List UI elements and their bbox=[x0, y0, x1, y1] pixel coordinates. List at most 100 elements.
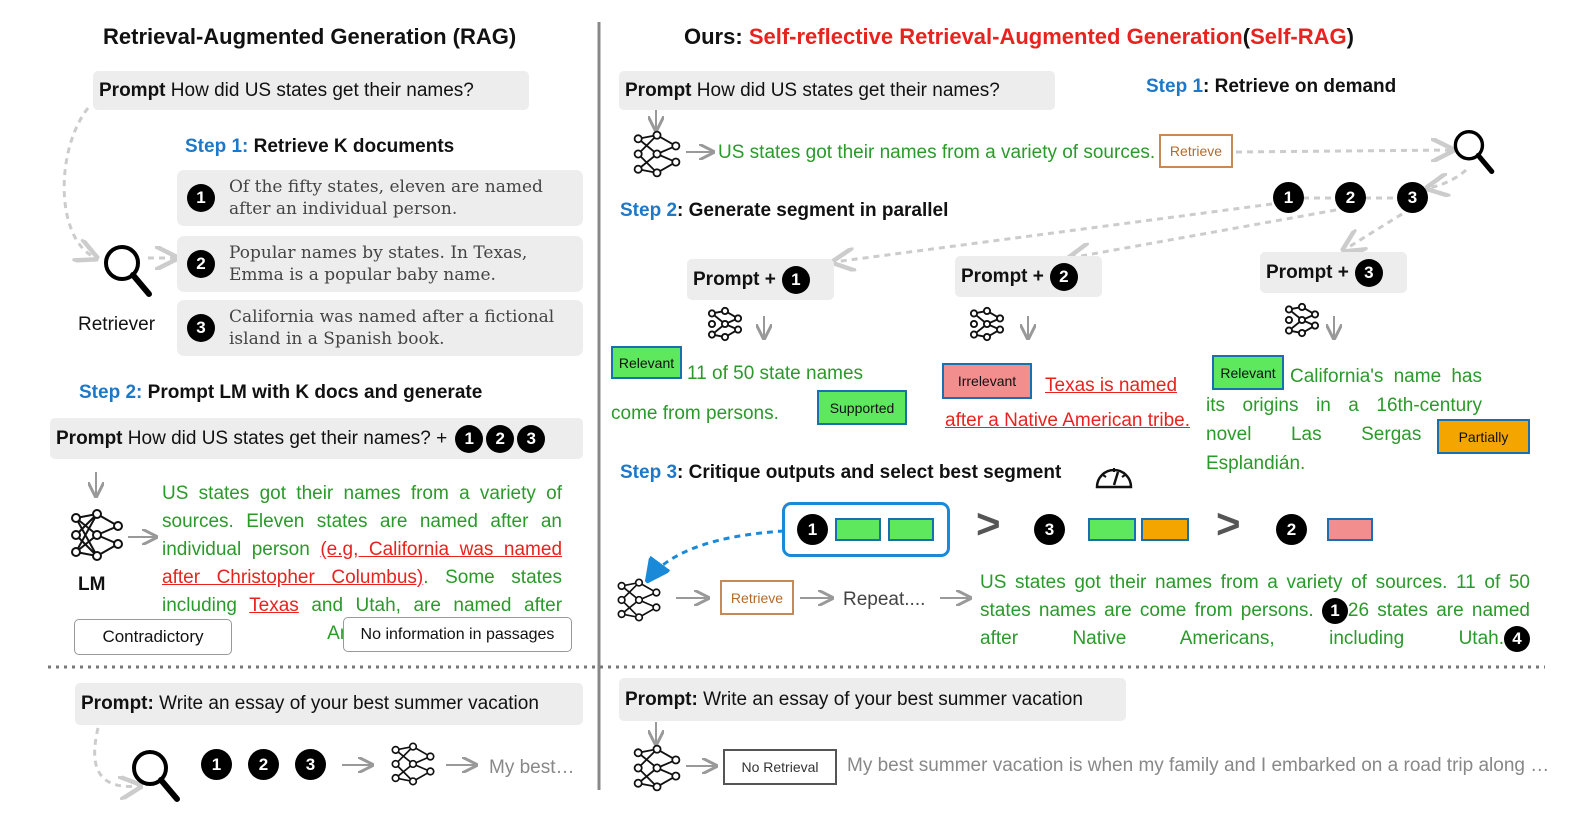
branch-1-prompt: Prompt + 1 bbox=[687, 259, 834, 300]
prompt-label: Prompt bbox=[99, 79, 166, 101]
network-icon bbox=[391, 742, 435, 786]
retrieved-num-3: 3 bbox=[1397, 182, 1428, 213]
magnifier-icon bbox=[132, 750, 180, 802]
network-icon bbox=[71, 509, 123, 561]
doc-2: 2 Popular names by states. In Texas, Emm… bbox=[177, 236, 583, 292]
bottom-right-output: My best summer vacation is when my famil… bbox=[847, 755, 1550, 776]
branch-2-prompt-text: Prompt + bbox=[961, 265, 1044, 287]
final-num-1: 1 bbox=[1321, 597, 1348, 624]
step1-label: Step 1: bbox=[185, 136, 249, 157]
gen-text-2: . Some states including bbox=[162, 567, 562, 616]
greater-than-2: > bbox=[1216, 500, 1241, 547]
doc-3-text: California was named after a fictional i… bbox=[229, 307, 555, 349]
contradictory-callout: Contradictory bbox=[74, 619, 232, 655]
lm-label: LM bbox=[78, 574, 106, 595]
doc-3-number: 3 bbox=[187, 314, 215, 342]
step2-label: Step 2: bbox=[79, 382, 143, 403]
final-text-1: US states got their names from a variety… bbox=[980, 572, 1530, 621]
branch-3-text: California's name has its origins in a 1… bbox=[1206, 366, 1482, 474]
final-output: US states got their names from a variety… bbox=[980, 569, 1530, 653]
rank-num-1: 1 bbox=[797, 514, 828, 545]
retrieved-num-1: 1 bbox=[1273, 182, 1304, 213]
step1-text: Retrieve K documents bbox=[253, 136, 455, 157]
right-step2-label: Step 2 bbox=[620, 200, 678, 221]
prompt2-text: How did US states get their names? + bbox=[127, 427, 448, 449]
title-main: Self-reflective Retrieval-Augmented Gene… bbox=[748, 24, 1243, 49]
relevant-token-3: Relevant bbox=[1212, 355, 1284, 390]
title-abbr: Self-RAG bbox=[1250, 24, 1347, 49]
bottom-left-num-2: 2 bbox=[248, 749, 279, 780]
prompt2-label: Prompt bbox=[56, 427, 123, 449]
right-prompt-box: Prompt How did US states get their names… bbox=[619, 71, 1055, 110]
retrieved-num-2: 2 bbox=[1335, 182, 1366, 213]
final-num-4: 4 bbox=[1504, 625, 1530, 652]
bottom-left-prompt: Prompt: Write an essay of your best summ… bbox=[75, 683, 583, 725]
partially-swatch bbox=[1141, 518, 1189, 541]
right-step3: Step 3: Critique outputs and select best… bbox=[620, 462, 1061, 484]
greater-than-1: > bbox=[976, 500, 1001, 547]
relevant-token-1: Relevant bbox=[611, 346, 682, 379]
network-icon bbox=[617, 578, 661, 622]
right-step2-text: : Generate segment in parallel bbox=[677, 200, 949, 221]
step2-text: Prompt LM with K docs and generate bbox=[147, 382, 483, 403]
prompt2-num-1: 1 bbox=[455, 424, 484, 453]
relevant-swatch bbox=[1088, 518, 1136, 541]
bottom-right-prompt: Prompt: Write an essay of your best summ… bbox=[619, 678, 1126, 721]
gen-text-1: US states got their names from a variety… bbox=[162, 483, 562, 560]
bottom-left-num-1: 1 bbox=[201, 749, 232, 780]
doc-3: 3 California was named after a fictional… bbox=[177, 300, 583, 356]
left-prompt-box: Prompt How did US states get their names… bbox=[93, 71, 529, 110]
prompt2-num-3: 3 bbox=[517, 424, 546, 453]
right-prompt-label: Prompt bbox=[625, 79, 692, 101]
relevant-swatch bbox=[835, 518, 881, 541]
doc-1-text: Of the fifty states, eleven are named af… bbox=[229, 177, 543, 219]
gen-text-contradiction: (e.g, California was named after Christo… bbox=[162, 539, 563, 588]
prompt-text: How did US states get their names? bbox=[170, 79, 474, 101]
repeat-text: Repeat.... bbox=[843, 589, 926, 610]
right-step3-text: : Critique outputs and select best segme… bbox=[677, 462, 1062, 483]
magnifier-icon bbox=[104, 245, 152, 297]
prompt2-num-2: 2 bbox=[486, 424, 515, 453]
first-output-text: US states got their names from a variety… bbox=[718, 142, 1156, 163]
branch-2-prompt: Prompt + 2 bbox=[955, 256, 1102, 297]
retrieve-token-2: Retrieve bbox=[720, 580, 794, 615]
irrelevant-swatch bbox=[1327, 518, 1373, 541]
doc-2-number: 2 bbox=[187, 250, 215, 278]
gauge-icon bbox=[1095, 468, 1133, 489]
retriever-label: Retriever bbox=[78, 314, 156, 335]
left-step2: Step 2: Prompt LM with K docs and genera… bbox=[79, 382, 482, 404]
bottom-right-prompt-label: Prompt: bbox=[625, 688, 698, 710]
branch-3-num: 3 bbox=[1354, 258, 1383, 287]
supported-swatch bbox=[888, 518, 934, 541]
title-paren-close: ) bbox=[1346, 24, 1354, 49]
left-step1: Step 1: Retrieve K documents bbox=[185, 136, 454, 158]
doc-1: 1 Of the fifty states, eleven are named … bbox=[177, 170, 583, 226]
network-icon bbox=[969, 306, 1005, 342]
gen-text-texas: Texas bbox=[249, 595, 299, 616]
final-text-2: 26 states are named after Native America… bbox=[980, 600, 1530, 649]
right-step1-label: Step 1 bbox=[1146, 76, 1204, 97]
retrieve-token: Retrieve bbox=[1159, 134, 1233, 168]
bottom-left-prompt-label: Prompt: bbox=[81, 693, 154, 714]
partially-token: Partially bbox=[1437, 419, 1530, 454]
network-icon bbox=[633, 130, 681, 178]
rank-num-3: 3 bbox=[1034, 514, 1065, 545]
left-prompt2-box: Prompt How did US states get their names… bbox=[50, 418, 583, 459]
branch-1-prompt-text: Prompt + bbox=[693, 268, 776, 290]
title-prefix: Ours: bbox=[684, 24, 743, 49]
doc-2-text: Popular names by states. In Texas, Emma … bbox=[229, 243, 528, 285]
right-step1-text: : Retrieve on demand bbox=[1203, 76, 1397, 97]
bottom-left-prompt-text: Write an essay of your best summer vacat… bbox=[159, 693, 539, 714]
no-retrieval-token: No Retrieval bbox=[723, 749, 837, 785]
right-step1: Step 1: Retrieve on demand bbox=[1146, 76, 1396, 98]
right-step3-label: Step 3 bbox=[620, 462, 678, 483]
branch-3-prompt: Prompt + 3 bbox=[1260, 252, 1407, 293]
irrelevant-token: Irrelevant bbox=[942, 363, 1032, 399]
branch-1-text: 11 of 50 state names come from persons. bbox=[611, 363, 864, 424]
network-icon bbox=[1284, 302, 1320, 338]
magnifier-icon bbox=[1453, 130, 1495, 175]
bottom-left-output: My best… bbox=[489, 757, 575, 778]
title-paren-open: ( bbox=[1242, 24, 1251, 49]
supported-token: Supported bbox=[817, 390, 907, 425]
